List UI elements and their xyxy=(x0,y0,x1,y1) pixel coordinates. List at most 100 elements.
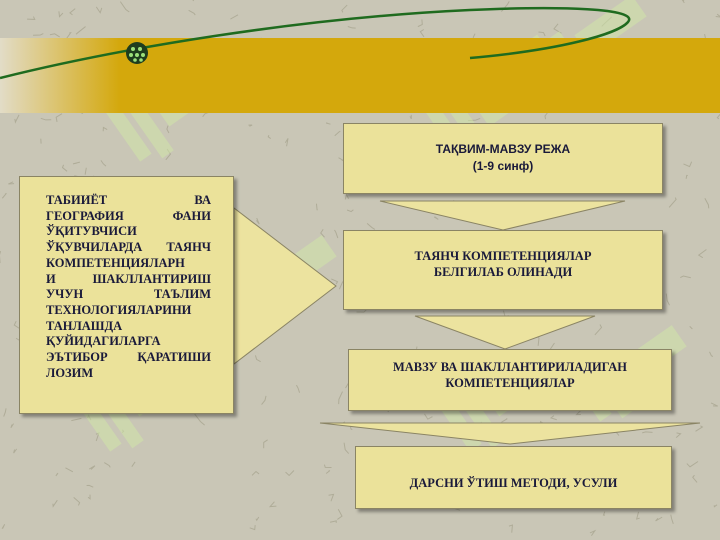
background-scribble xyxy=(424,413,433,420)
background-scribble xyxy=(675,432,682,438)
background-scribble xyxy=(72,161,81,165)
background-scribble xyxy=(683,161,693,168)
background-scribble xyxy=(87,494,91,500)
background-scribble xyxy=(713,504,718,508)
background-scribble xyxy=(0,250,2,264)
background-scribble xyxy=(341,4,348,13)
background-scribble xyxy=(346,209,354,213)
orbit-decoration xyxy=(0,6,631,80)
background-scribble xyxy=(285,470,295,477)
background-scribble xyxy=(704,198,710,209)
background-scribble xyxy=(55,113,63,122)
background-scribble xyxy=(284,138,289,147)
left-box-line: КОМПЕТЕНЦИЯЛАРН xyxy=(46,255,185,270)
background-scribble xyxy=(249,525,256,531)
background-scribble xyxy=(267,134,271,139)
background-scribble xyxy=(65,467,74,473)
background-scribble xyxy=(75,26,86,35)
background-scribble xyxy=(95,6,103,14)
background-scribble xyxy=(256,217,260,225)
background-scribble xyxy=(33,33,44,36)
background-scribble xyxy=(13,448,18,454)
header-band-fade xyxy=(0,38,120,113)
background-scribble xyxy=(501,418,508,423)
background-scribble xyxy=(268,501,277,508)
header-band xyxy=(120,38,720,113)
left-box-line: ЎҚИТУВЧИСИ xyxy=(46,224,137,239)
left-box-line: ТАБИИЁТ ВА xyxy=(46,193,211,207)
background-scribble xyxy=(55,472,59,477)
down-arrow-3 xyxy=(319,422,701,445)
background-scribble xyxy=(670,514,674,524)
left-box-line: ЭЪТИБОР ҚАРАТИШИ xyxy=(46,350,211,365)
background-scribble xyxy=(686,461,699,468)
background-scribble xyxy=(329,520,337,523)
background-scribble xyxy=(417,19,423,28)
background-scribble xyxy=(323,464,332,468)
background-scribble xyxy=(642,431,653,434)
calendar-plan-grades: (1-9 синф) xyxy=(472,159,534,173)
background-scribble xyxy=(102,126,108,132)
background-scribble xyxy=(296,384,301,393)
background-scribble xyxy=(334,130,341,137)
down-arrow-1 xyxy=(379,200,626,231)
background-scribble xyxy=(665,293,670,306)
lesson-methods-text: ДАРСНИ ЎТИШ МЕТОДИ, УСУЛИ xyxy=(409,476,618,490)
background-scribble xyxy=(194,413,205,426)
background-scribble xyxy=(681,0,685,4)
background-scribble xyxy=(69,8,76,16)
background-scribble xyxy=(49,33,60,38)
background-scribble xyxy=(343,442,350,454)
background-scribble xyxy=(1,192,7,199)
background-scribble xyxy=(710,402,718,407)
left-box-line: ТАНЛАШДА xyxy=(46,318,123,333)
down-arrow-2 xyxy=(414,315,596,350)
background-scribble xyxy=(692,474,698,483)
background-scribble xyxy=(575,409,582,416)
background-scribble xyxy=(538,31,546,37)
background-scribble xyxy=(331,278,339,285)
background-scribble xyxy=(73,497,81,506)
background-scribble xyxy=(409,114,412,120)
background-scribble xyxy=(40,117,52,121)
background-scribble xyxy=(685,174,688,179)
background-scribble xyxy=(263,439,268,449)
background-scribble xyxy=(64,32,72,41)
background-scribble xyxy=(544,112,548,120)
background-scribble xyxy=(589,529,597,536)
background-scribble xyxy=(86,484,94,488)
background-scribble xyxy=(508,524,513,533)
background-scribble xyxy=(328,493,335,502)
calendar-plan-title: ТАҚВИМ-МАВЗУ РЕЖА xyxy=(435,142,571,156)
background-scribble xyxy=(715,13,720,18)
background-scribble xyxy=(709,351,714,357)
background-scribble xyxy=(689,325,693,330)
background-scribble xyxy=(325,470,331,474)
background-scribble xyxy=(131,461,136,467)
background-scribble xyxy=(549,415,557,421)
topic-competencies-box: МАВЗУ ВА ШАКЛЛАНТИРИЛАДИГАН КОМПЕТЕНЦИЯЛ… xyxy=(348,349,672,411)
topic-competencies-line2: КОМПЕТЕНЦИЯЛАР xyxy=(445,376,575,390)
background-scribble xyxy=(88,465,96,470)
left-box-line: ГЕОГРАФИЯ ФАНИ xyxy=(46,208,211,223)
background-scribble xyxy=(119,1,130,13)
background-scribble xyxy=(104,462,111,468)
right-arrow xyxy=(233,206,337,366)
orbit-line xyxy=(0,6,631,80)
background-scribble xyxy=(655,516,663,522)
background-scribble xyxy=(52,499,58,508)
left-box-line: ТЕХНОЛОГИЯЛАРИНИ xyxy=(46,302,192,317)
background-scribble xyxy=(344,193,350,200)
background-scribble xyxy=(261,395,267,405)
background-scribble xyxy=(366,222,376,230)
background-scribble xyxy=(188,9,196,16)
background-scribble xyxy=(680,275,691,279)
left-box-line: И ШАКЛЛАНТИРИШ xyxy=(46,271,211,286)
background-scribble xyxy=(338,391,343,405)
background-scribble xyxy=(100,160,107,167)
background-scribble xyxy=(594,324,603,336)
background-scribble xyxy=(251,470,260,476)
core-competencies-box: ТАЯНЧ КОМПЕТЕНЦИЯЛАР БЕЛГИЛАБ ОЛИНАДИ xyxy=(343,230,663,310)
background-scribble xyxy=(230,14,239,20)
